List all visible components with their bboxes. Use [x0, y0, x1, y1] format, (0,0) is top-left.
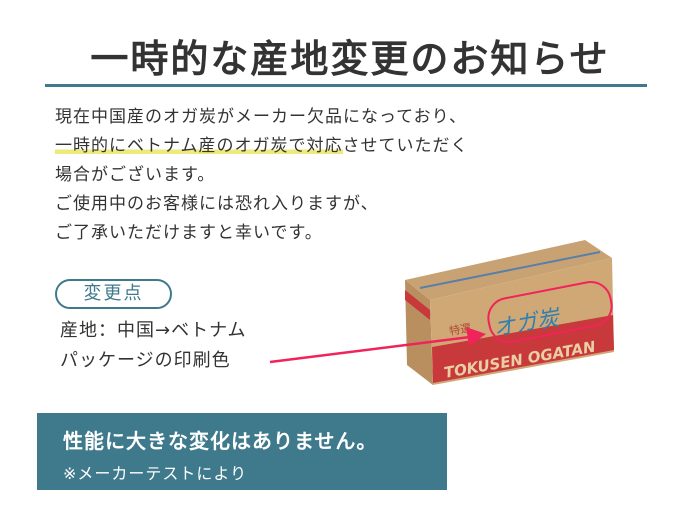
- highlighted-text: 一時的にベトナム産のオガ炭で対応: [55, 136, 343, 156]
- performance-note: 性能に大きな変化はありません。 ※メーカーテストにより: [37, 413, 447, 490]
- body-line: ご使用中のお客様には恐れ入りますが、: [55, 194, 379, 214]
- box-side-text: 特選: [448, 320, 472, 338]
- body-text: させていただく: [342, 136, 469, 156]
- note-main: 性能に大きな変化はありません。: [63, 429, 378, 453]
- note-sub: ※メーカーテストにより: [63, 464, 248, 483]
- body-line: ご了承いただけますと幸いです。: [55, 223, 323, 243]
- charcoal-box-image: TOKUSEN OGATAN オガ炭 特選: [405, 240, 614, 385]
- page-title: 一時的な産地変更のお知らせ: [90, 37, 610, 81]
- notice-body: 現在中国産のオガ炭がメーカー欠品になっており、 一時的にベトナム産のオガ炭で対応…: [55, 103, 469, 248]
- title-divider: [45, 84, 647, 87]
- change-package: パッケージの印刷色: [60, 350, 231, 371]
- changes-label: 変更点: [55, 279, 172, 309]
- arrow-line: [269, 335, 471, 364]
- highlight-ellipse: [487, 281, 613, 343]
- body-line: 場合がございます。: [55, 165, 216, 185]
- body-line: 一時的にベトナム産のオガ炭で対応させていただく: [55, 132, 469, 161]
- body-line: 現在中国産のオガ炭がメーカー欠品になっており、: [55, 107, 467, 127]
- arrow-head-icon: [466, 327, 486, 346]
- changes-list: 産地：中国→ベトナム パッケージの印刷色: [60, 316, 247, 376]
- change-origin: 産地：中国→ベトナム: [60, 320, 247, 341]
